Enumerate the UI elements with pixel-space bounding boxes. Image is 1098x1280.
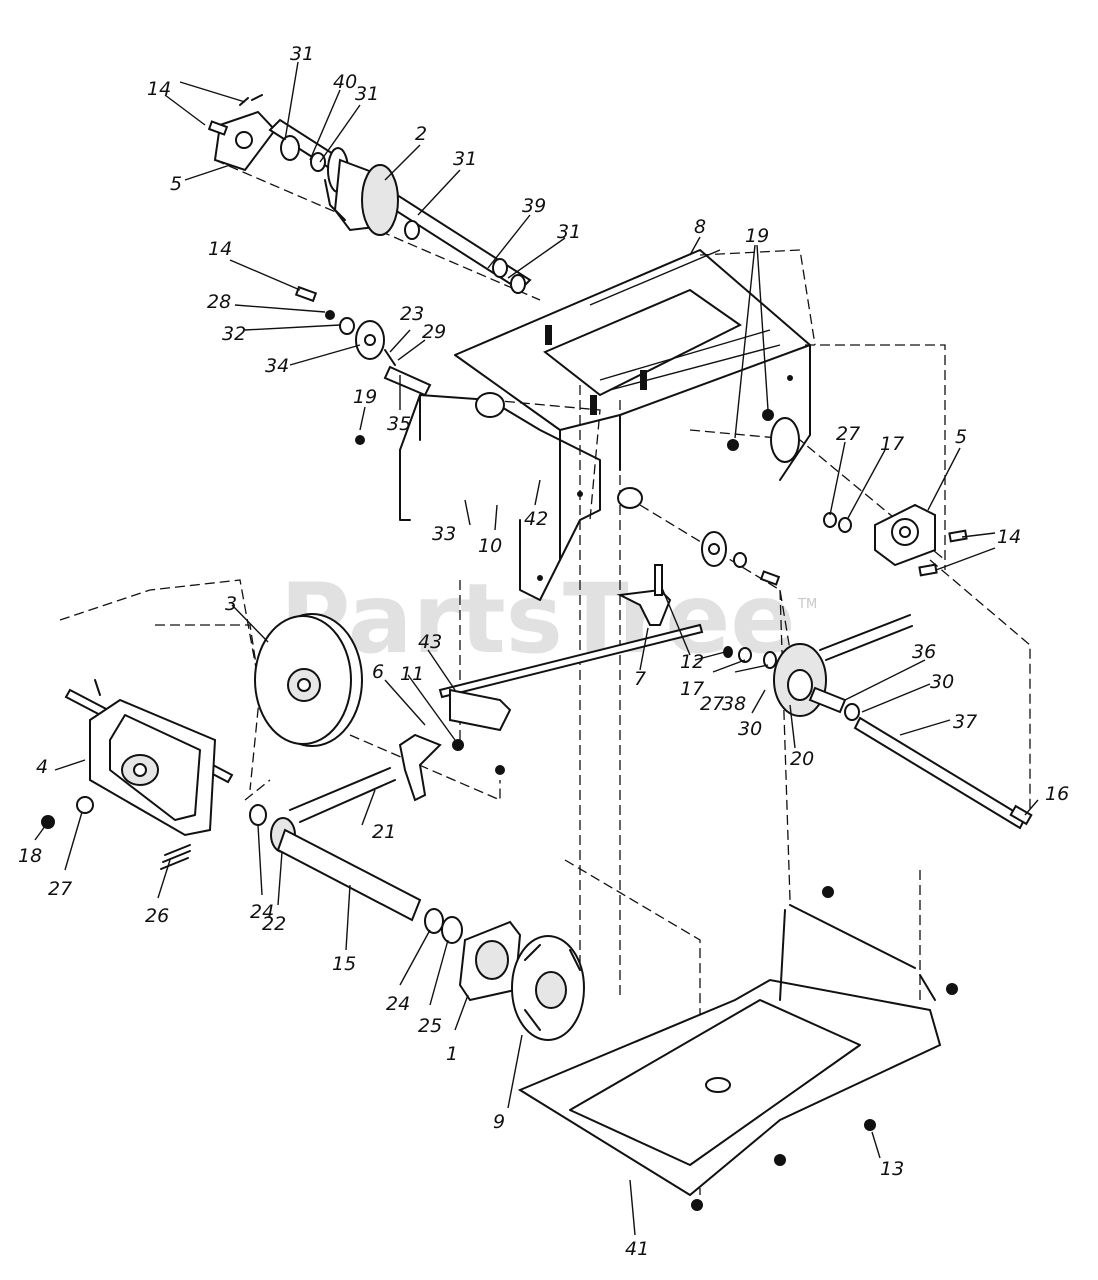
callout-9: 9 [493,1111,505,1133]
callout-24: 24 [250,901,274,923]
assembly-guide-lines [59,159,1031,1195]
callout-39: 39 [522,195,546,217]
callout-16: 16 [1045,783,1069,805]
callout-5: 5 [170,173,182,195]
callout-leader-lines [34,61,1039,1236]
callout-43: 43 [418,631,442,653]
callout-2: 2 [415,123,427,145]
callout-21: 21 [372,821,396,843]
callout-31: 31 [355,83,379,105]
callout-14: 14 [208,238,232,260]
callout-15: 15 [332,953,356,975]
callout-38: 38 [722,693,746,715]
callout-31: 31 [453,148,477,170]
callout-25: 25 [418,1015,442,1037]
callout-24: 24 [386,993,410,1015]
callout-31: 31 [290,43,314,65]
callout-20: 20 [790,748,814,770]
lower-shaft-assembly [249,767,585,1041]
callout-33: 33 [432,523,456,545]
callout-36: 36 [912,641,936,663]
callout-10: 10 [478,535,502,557]
bottom-cover-plate [517,886,958,1211]
callout-12: 12 [680,651,704,673]
callout-35: 35 [387,413,411,435]
callout-30: 30 [930,671,954,693]
callout-31: 31 [557,221,581,243]
friction-wheel [254,613,363,747]
callout-4: 4 [36,756,48,778]
callout-13: 13 [880,1158,904,1180]
callout-27: 27 [48,878,72,900]
callout-23: 23 [400,303,424,325]
callout-41: 41 [625,1238,649,1260]
callout-19: 19 [353,386,377,408]
callout-1: 1 [446,1043,458,1065]
center-pulley [701,531,781,586]
callout-40: 40 [333,71,357,93]
frame-housing [399,249,811,601]
callout-6: 6 [372,661,384,683]
callout-8: 8 [694,216,706,238]
callout-32: 32 [222,323,246,345]
callout-26: 26 [145,905,169,927]
callout-27: 27 [836,423,860,445]
callout-37: 37 [953,711,977,733]
shift-lever-assembly [398,564,704,802]
callout-17: 17 [680,678,704,700]
callout-27: 27 [700,693,724,715]
callout-14: 14 [997,526,1021,548]
callout-29: 29 [422,321,446,343]
callout-7: 7 [634,668,646,690]
callout-17: 17 [880,433,904,455]
callout-34: 34 [265,355,289,377]
callout-11: 11 [400,663,424,685]
callout-22: 22 [262,913,286,935]
watermark-trademark: TM [797,597,817,612]
callout-42: 42 [524,508,548,530]
callout-18: 18 [18,845,42,867]
left-bearing-plate-assembly [41,679,234,870]
callout-30: 30 [738,718,762,740]
top-shaft-assembly [207,94,532,294]
callout-labels: 31 40 31 14 5 2 31 39 31 8 19 14 28 32 2… [18,43,1069,1260]
callout-3: 3 [225,593,237,615]
callout-14: 14 [147,78,171,100]
right-bearing-assembly [727,409,968,577]
idler-pulley-assembly [294,285,432,445]
callout-5: 5 [955,426,967,448]
right-shaft-assembly [723,614,1033,830]
callout-19: 19 [745,225,769,247]
callout-28: 28 [207,291,231,313]
